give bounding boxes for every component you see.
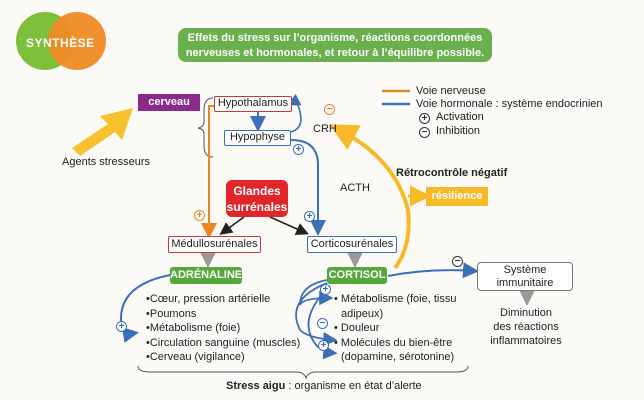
list-item: • Molécules du bien-être xyxy=(334,336,453,349)
acth-label: ACTH xyxy=(340,182,370,194)
legend-activation-text: Activation xyxy=(436,111,484,123)
list-item: • Métabolisme (foie, tissu xyxy=(334,293,457,305)
arrow-glandes-medullo xyxy=(219,216,245,235)
hypothalamus-box: Hypothalamus xyxy=(214,96,292,112)
glandes-line-2: surrénales xyxy=(226,200,288,214)
activation-sign-nerve: + xyxy=(194,210,205,221)
glandes-surrenales-box: Glandes surrénales xyxy=(226,180,288,217)
arrow-glandes-cortico xyxy=(269,216,309,235)
retrocontrole-label: Rétrocontrôle négatif xyxy=(396,167,508,179)
diminution-line-2: des réactions xyxy=(493,321,559,333)
diminution-line-1: Diminution xyxy=(500,307,552,319)
activation-sign-acth: + xyxy=(304,211,315,222)
legend-inhibition-text: Inhibition xyxy=(436,125,481,137)
list-item: Poumons xyxy=(146,307,300,322)
agents-stresseurs-label: Agents stresseurs xyxy=(62,156,151,168)
list-item: Métabolisme (foie) xyxy=(146,321,300,336)
diminution-line-3: inflammatoires xyxy=(490,335,562,347)
systeme-line-2: immunitaire xyxy=(496,277,554,289)
legend-hormonale-text: Voie hormonale : système endocrinien xyxy=(416,98,603,110)
loop-hypophyse xyxy=(287,93,302,133)
activation-sign-cortisol-2: + xyxy=(318,340,329,351)
banner-line-2: nerveuses et hormonales, et retour à l’é… xyxy=(185,47,485,59)
footer-brace xyxy=(137,365,469,380)
arrow-hypophyse-cortico xyxy=(290,139,326,236)
systeme-line-1: Système xyxy=(503,264,547,276)
legend-minus-icon: − xyxy=(419,127,430,138)
cortisol-badge: CORTISOL xyxy=(327,267,387,284)
inhibition-sign-immunitaire: − xyxy=(452,256,463,267)
footer-text: Stress aigu : organisme en état d’alerte xyxy=(226,380,422,392)
logo-text: SYNTHÈSE xyxy=(26,36,95,50)
legend-plus-icon: + xyxy=(419,113,430,124)
feedback-arrow xyxy=(329,124,411,270)
arrow-adrenaline-effects xyxy=(119,274,171,343)
diminution-text: Diminution des réactions inflammatoires xyxy=(478,306,574,348)
resilience-badge: résilience xyxy=(426,187,488,206)
list-item: Cerveau (vigilance) xyxy=(146,350,300,365)
inhibition-sign-crh: − xyxy=(324,104,335,115)
list-item: Circulation sanguine (muscles) xyxy=(146,336,300,351)
glandes-line-1: Glandes xyxy=(233,184,281,198)
cerveau-brace xyxy=(197,97,214,158)
crh-label: CRH xyxy=(313,123,337,135)
title-banner: Effets du stress sur l’organisme, réacti… xyxy=(178,28,492,62)
corticosurenales-box: Corticosurénales xyxy=(307,236,397,253)
adrenaline-badge: ADRÉNALINE xyxy=(170,267,242,284)
legend-nerveuse-text: Voie nerveuse xyxy=(416,85,486,97)
adrenaline-effects-list: Cœur, pression artérielle Poumons Métabo… xyxy=(146,292,300,365)
activation-sign-hypophyse: + xyxy=(293,144,304,155)
stressor-arrow xyxy=(72,108,133,156)
cortisol-effects-list: • Métabolisme (foie, tissu adipeux) • Do… xyxy=(334,292,456,365)
medullosurenales-box: Médullosurénales xyxy=(168,236,261,253)
hypophyse-box: Hypophyse xyxy=(224,130,291,146)
cerveau-label: cerveau xyxy=(138,94,200,111)
arrow-nerve-medullo xyxy=(201,105,217,239)
systeme-immunitaire-box: Système immunitaire xyxy=(477,262,573,291)
footer-rest: : organisme en état d’alerte xyxy=(285,380,422,392)
activation-sign-adrenaline: + xyxy=(116,321,127,332)
synthese-logo: SYNTHÈSE xyxy=(16,10,108,72)
list-item-cont: adipeux) xyxy=(341,307,384,320)
arrow-cortisol-bienetre xyxy=(307,285,338,360)
arrow-cortisol-systeme xyxy=(387,262,479,279)
activation-sign-cortisol-1: + xyxy=(320,284,331,295)
list-item: • Douleur xyxy=(334,322,380,334)
list-item-cont: (dopamine, sérotonine) xyxy=(341,351,455,363)
banner-line-1: Effets du stress sur l’organisme, réacti… xyxy=(187,32,483,44)
footer-bold: Stress aigu xyxy=(226,380,286,392)
list-item: Cœur, pression artérielle xyxy=(146,292,300,307)
inhibition-sign-cortisol: − xyxy=(317,318,328,329)
